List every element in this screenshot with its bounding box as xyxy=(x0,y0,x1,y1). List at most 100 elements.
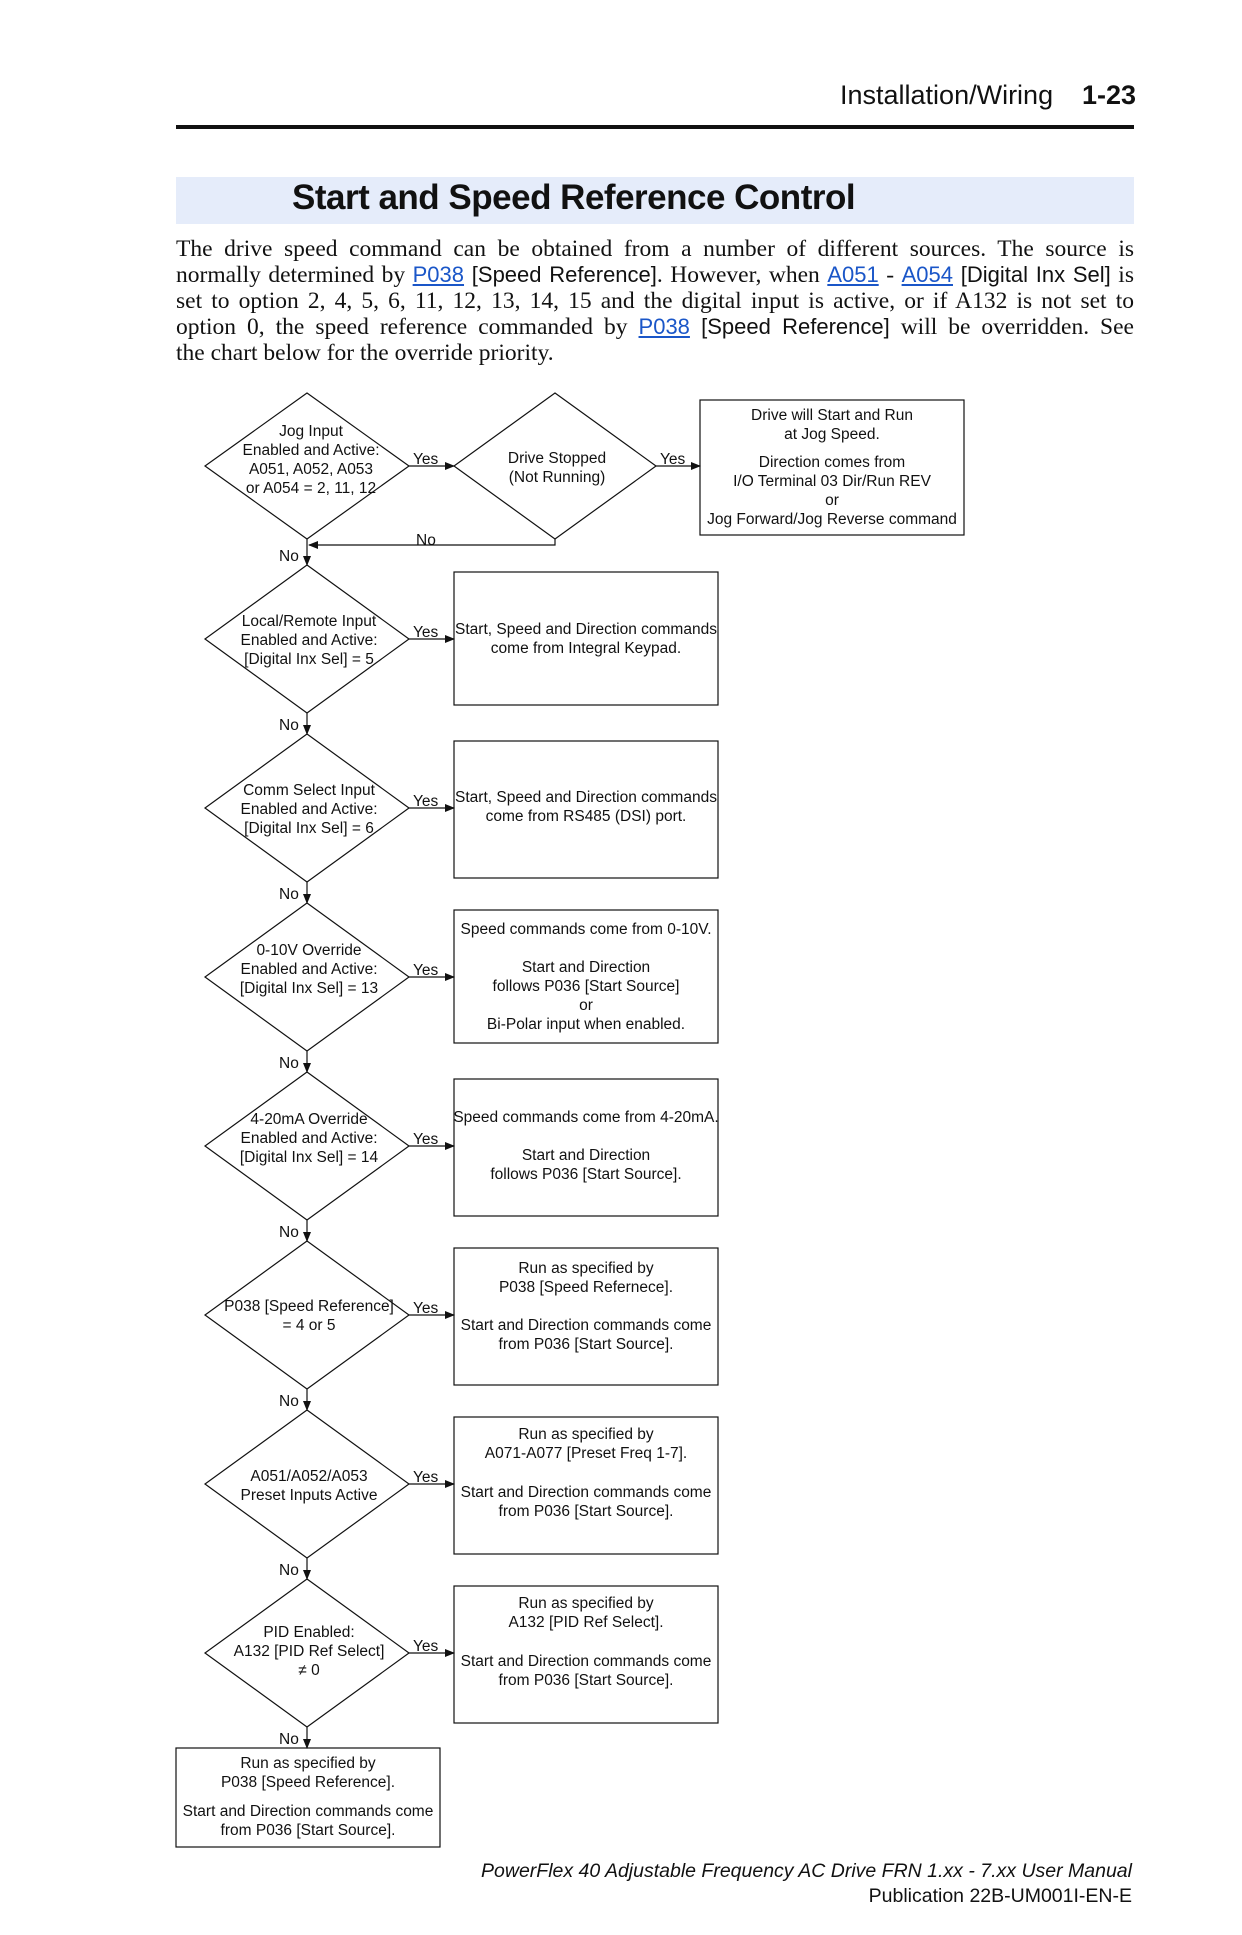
v010-line: 0-10V Override xyxy=(256,942,361,959)
intro-text: option 0, the speed reference commanded … xyxy=(176,314,639,340)
no-label: No xyxy=(279,1224,299,1241)
pid-line: A132 [PID Ref Select] xyxy=(234,1643,385,1660)
pid-result-line: Run as specified by xyxy=(518,1595,654,1612)
yes-label: Yes xyxy=(413,793,439,810)
yes-label: Yes xyxy=(413,1638,439,1655)
final-result-line: Start and Direction commands come xyxy=(183,1803,434,1820)
intro-line-3: set to option 2, 4, 5, 6, 11, 12, 13, 14… xyxy=(176,288,1134,314)
pid-result-line: from P036 [Start Source]. xyxy=(499,1672,674,1689)
comm-result-line: come from RS485 (DSI) port. xyxy=(486,808,687,825)
stopped-line: Drive Stopped xyxy=(508,450,606,467)
footer-publication: Publication 22B-UM001I-EN-E xyxy=(868,1885,1132,1907)
no-label: No xyxy=(279,1731,299,1748)
no-label: No xyxy=(279,548,299,565)
comm-line: Comm Select Input xyxy=(243,782,375,799)
jog-result-line: Jog Forward/Jog Reverse command xyxy=(707,511,957,528)
preset-result-line: Start and Direction commands come xyxy=(461,1484,712,1501)
p038-result-line: P038 [Speed Refernece]. xyxy=(499,1279,673,1296)
local-result-line: Start, Speed and Direction commands xyxy=(455,621,717,638)
section-title: Start and Speed Reference Control xyxy=(292,178,856,217)
preset-line: Preset Inputs Active xyxy=(241,1487,378,1504)
ma420-line: 4-20mA Override xyxy=(250,1111,367,1128)
p038-result-line: from P036 [Start Source]. xyxy=(499,1336,674,1353)
jog-result-line: at Jog Speed. xyxy=(784,426,880,443)
comm-line: Enabled and Active: xyxy=(240,801,377,818)
jog-line: Jog Input xyxy=(279,423,343,440)
decision-p038 xyxy=(203,1240,411,1390)
yes-label: Yes xyxy=(660,451,686,468)
intro-line-4: option 0, the speed reference commanded … xyxy=(176,314,1134,340)
final-result-line: P038 [Speed Reference]. xyxy=(221,1774,395,1791)
jog-line: A051, A052, A053 xyxy=(249,461,373,478)
final-result-line: Run as specified by xyxy=(240,1755,376,1772)
link-p038-2[interactable]: P038 xyxy=(638,314,690,339)
v010-result-line: follows P036 [Start Source] xyxy=(493,978,680,995)
intro-param-name: [Speed Reference] xyxy=(689,314,890,339)
yes-label: Yes xyxy=(413,1131,439,1148)
no-label: No xyxy=(279,717,299,734)
pid-line: ≠ 0 xyxy=(298,1662,320,1679)
v010-result-line: Speed commands come from 0-10V. xyxy=(461,921,712,938)
jog-line: or A054 = 2, 11, 12 xyxy=(246,480,376,497)
v010-result-line: Bi-Polar input when enabled. xyxy=(487,1016,685,1033)
p038-line: P038 [Speed Reference] xyxy=(224,1298,394,1315)
final-result-line: from P036 [Start Source]. xyxy=(221,1822,396,1839)
no-label: No xyxy=(416,532,436,549)
jog-result-line: or xyxy=(825,492,839,509)
p038-line: = 4 or 5 xyxy=(283,1317,336,1334)
p038-result-line: Run as specified by xyxy=(518,1260,654,1277)
yes-label: Yes xyxy=(413,624,439,641)
preset-line: A051/A052/A053 xyxy=(250,1468,367,1485)
no-label: No xyxy=(279,886,299,903)
local-line: Local/Remote Input xyxy=(242,613,377,630)
intro-line-1: The drive speed command can be obtained … xyxy=(176,236,1134,262)
v010-result-line: Start and Direction xyxy=(522,959,650,976)
no-label: No xyxy=(279,1562,299,1579)
page-number: 1-23 xyxy=(1082,80,1137,110)
running-header-section: Installation/Wiring xyxy=(840,80,1054,110)
jog-result-line: I/O Terminal 03 Dir/Run REV xyxy=(733,473,931,490)
link-a051[interactable]: A051 xyxy=(827,262,879,287)
ma420-result-line: follows P036 [Start Source]. xyxy=(490,1166,681,1183)
header-divider xyxy=(176,125,1134,129)
preset-result-line: A071-A077 [Preset Freq 1-7]. xyxy=(485,1445,687,1462)
link-p038[interactable]: P038 xyxy=(412,262,465,287)
preset-result-line: Run as specified by xyxy=(518,1426,654,1443)
v010-line: [Digital Inx Sel] = 13 xyxy=(240,980,378,997)
local-result-line: come from Integral Keypad. xyxy=(491,640,681,657)
v010-line: Enabled and Active: xyxy=(240,961,377,978)
intro-param-name: [Digital Inx Sel] xyxy=(952,262,1111,287)
intro-text: will be overridden. See xyxy=(889,314,1134,340)
ma420-line: Enabled and Active: xyxy=(240,1130,377,1147)
ma420-result-line: Start and Direction xyxy=(522,1147,650,1164)
intro-text: is xyxy=(1110,262,1134,288)
section-title-bar xyxy=(176,177,1134,224)
pid-result-line: A132 [PID Ref Select]. xyxy=(508,1614,663,1631)
pid-result-line: Start and Direction commands come xyxy=(461,1653,712,1670)
intro-text: . However, when xyxy=(656,262,828,288)
footer-manual-title: PowerFlex 40 Adjustable Frequency AC Dri… xyxy=(481,1860,1132,1882)
yes-label: Yes xyxy=(413,1469,439,1486)
yes-label: Yes xyxy=(413,962,439,979)
result-local-remote xyxy=(453,571,719,706)
intro-line-2: normally determined by P038 [Speed Refer… xyxy=(176,262,1134,288)
stopped-line: (Not Running) xyxy=(509,469,606,486)
ma420-result-line: Speed commands come from 4-20mA. xyxy=(453,1109,718,1126)
jog-result-line: Drive will Start and Run xyxy=(751,407,913,424)
pid-line: PID Enabled: xyxy=(263,1624,354,1641)
comm-line: [Digital Inx Sel] = 6 xyxy=(244,820,374,837)
intro-paragraph: The drive speed command can be obtained … xyxy=(176,236,1134,366)
link-a054[interactable]: A054 xyxy=(901,262,953,287)
v010-result-line: or xyxy=(579,997,593,1014)
comm-result-line: Start, Speed and Direction commands xyxy=(455,789,717,806)
intro-param-name: [Speed Reference] xyxy=(464,262,657,287)
intro-text: normally determined by xyxy=(176,262,413,288)
jog-result-line: Direction comes from xyxy=(759,454,905,471)
preset-result-line: from P036 [Start Source]. xyxy=(499,1503,674,1520)
ma420-line: [Digital Inx Sel] = 14 xyxy=(240,1149,379,1166)
intro-line-5: the chart below for the override priorit… xyxy=(176,340,554,366)
local-line: Enabled and Active: xyxy=(240,632,377,649)
p038-result-line: Start and Direction commands come xyxy=(461,1317,712,1334)
no-label: No xyxy=(279,1055,299,1072)
